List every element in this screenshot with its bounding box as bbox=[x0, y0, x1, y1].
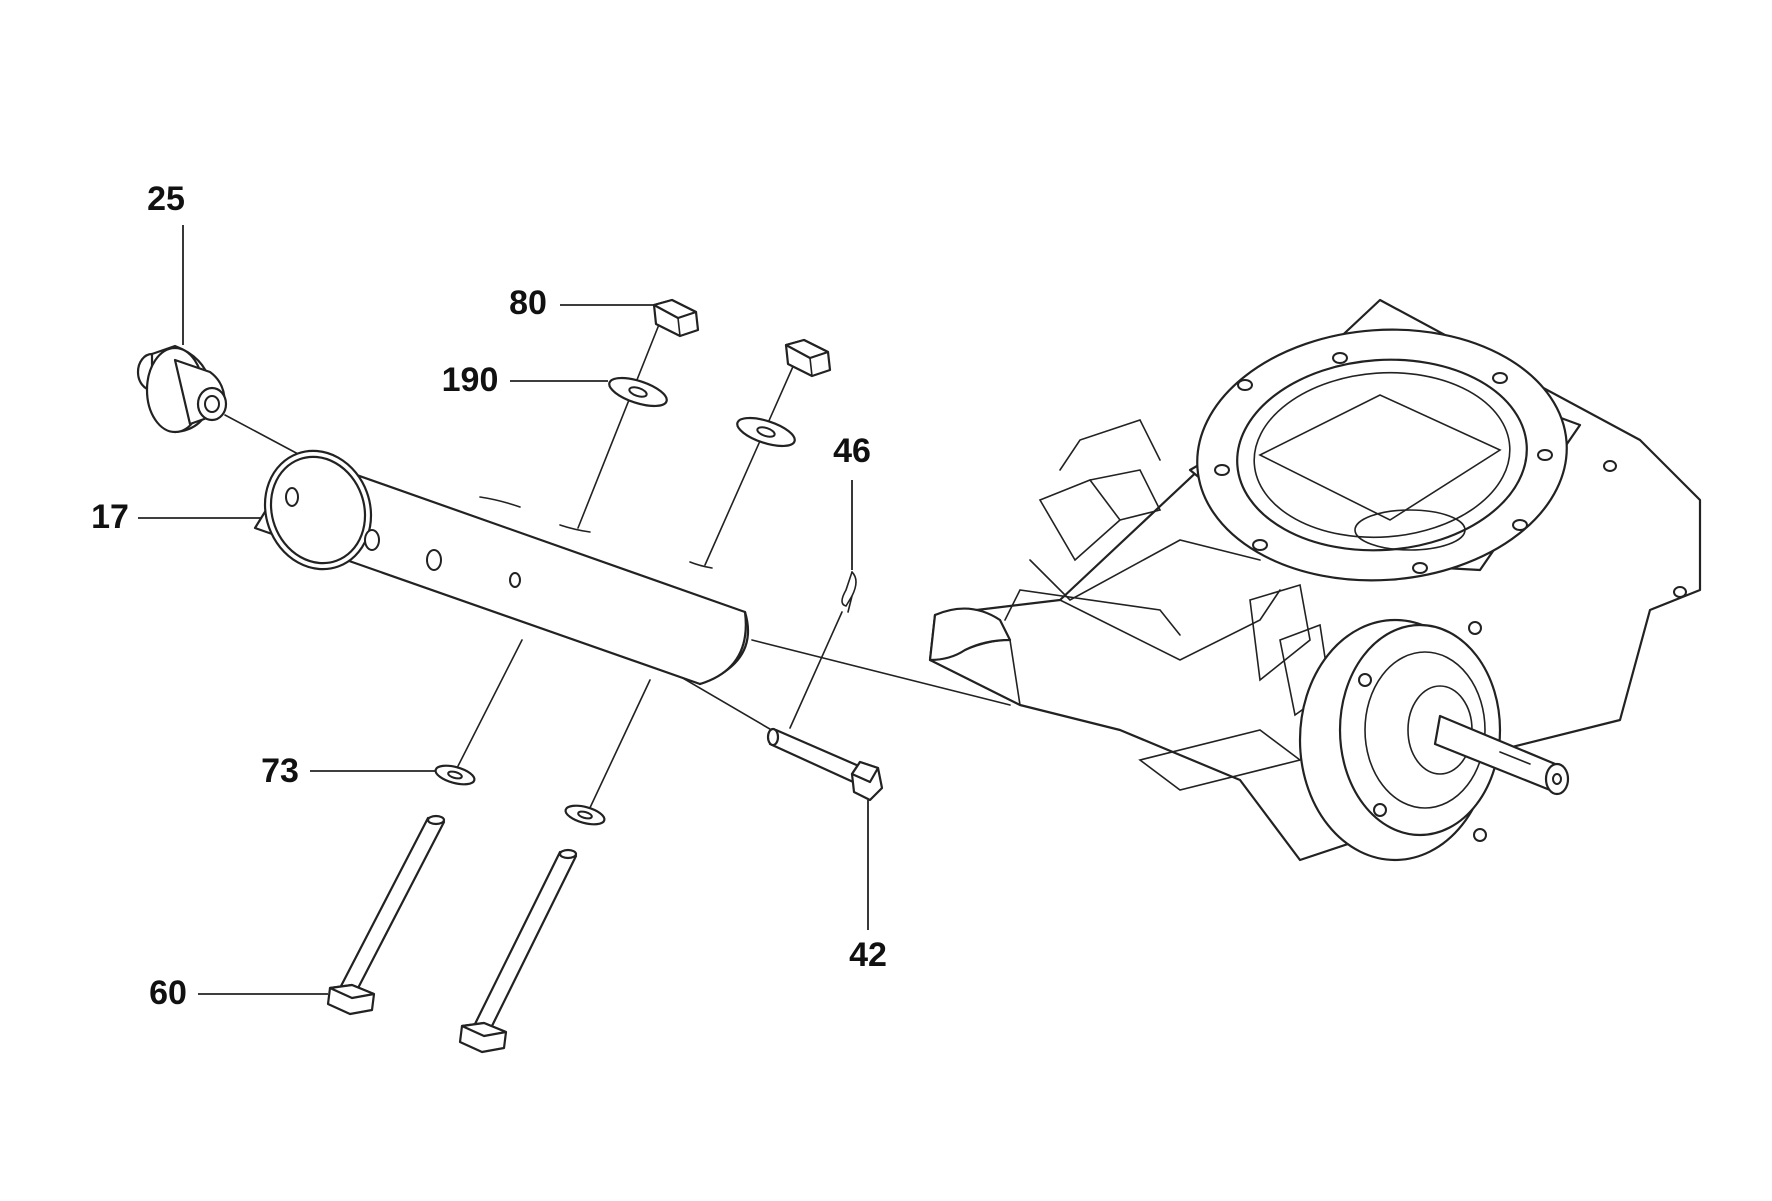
callout-73: 73 bbox=[261, 752, 299, 790]
pin-bolt bbox=[766, 727, 884, 802]
callout-80: 80 bbox=[509, 284, 547, 322]
axis-nut-right bbox=[704, 361, 796, 566]
callout-17: 17 bbox=[91, 498, 129, 536]
hairpin-clip bbox=[841, 571, 857, 613]
callout-190: 190 bbox=[442, 361, 499, 399]
axis-bolt-right bbox=[587, 679, 651, 813]
callout-60: 60 bbox=[149, 974, 187, 1012]
bolt-right bbox=[458, 848, 578, 1054]
bolt-left bbox=[326, 814, 446, 1016]
callout-46: 46 bbox=[833, 432, 871, 470]
tube bbox=[253, 449, 750, 686]
callout-42: 42 bbox=[849, 936, 887, 974]
axis-tube-to-gearbox bbox=[751, 639, 1011, 706]
leader-lines bbox=[138, 225, 869, 995]
washer-left bbox=[608, 376, 668, 408]
nut-left bbox=[652, 298, 700, 338]
washer-right bbox=[736, 416, 796, 448]
nut-right bbox=[784, 338, 832, 378]
plug-cap bbox=[136, 344, 228, 434]
gearbox-housing bbox=[928, 298, 1702, 862]
axis-bolt-left bbox=[454, 639, 523, 773]
axis-clip bbox=[789, 611, 843, 729]
callout-25: 25 bbox=[147, 180, 185, 218]
lock-washer-left bbox=[434, 764, 476, 786]
lock-washer-right bbox=[564, 804, 606, 826]
axis-cap-to-tube bbox=[224, 414, 301, 456]
axis-nut-left bbox=[577, 321, 661, 529]
